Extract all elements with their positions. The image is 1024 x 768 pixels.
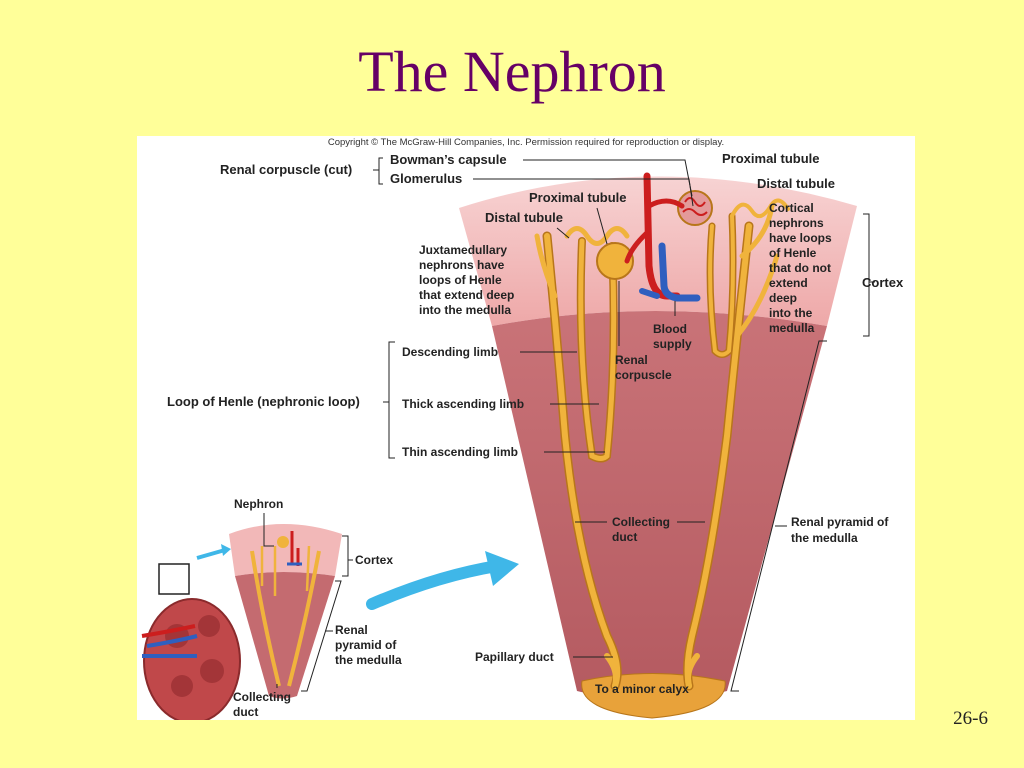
kidney-inset [141, 524, 342, 720]
label-renal-pyramid-1: Renal pyramid of [791, 515, 889, 529]
label-blood-supply-1: Blood [653, 322, 687, 336]
label-renal-corpuscle-2: corpuscle [615, 368, 672, 382]
label-papillary-duct: Papillary duct [475, 650, 554, 664]
svg-text:into the: into the [769, 306, 813, 320]
copyright-text: Copyright © The McGraw-Hill Companies, I… [328, 137, 724, 148]
svg-text:nephrons: nephrons [769, 216, 824, 230]
tubules [534, 198, 790, 691]
inset-medulla [235, 572, 335, 699]
label-distal-tubule-mid: Distal tubule [485, 210, 563, 225]
svg-text:have loops: have loops [769, 231, 832, 245]
label-renal-pyramid-2: the medulla [791, 531, 858, 545]
label-renal-corpuscle-1: Renal [615, 353, 648, 367]
page-number: 26-6 [953, 708, 988, 729]
zoom-arrow [366, 551, 519, 610]
label-cortex: Cortex [862, 275, 904, 290]
label-inset-collecting-duct-2: duct [233, 705, 258, 719]
label-inset-collecting-duct-1: Collecting [233, 690, 291, 704]
svg-text:deep: deep [769, 291, 797, 305]
label-glomerulus: Glomerulus [390, 171, 462, 186]
kidney [143, 598, 241, 720]
slide-title: The Nephron [358, 39, 666, 104]
label-inset-renal-pyramid-1: Renal [335, 623, 368, 637]
svg-text:medulla: medulla [769, 321, 815, 335]
svg-text:nephrons have: nephrons have [419, 258, 505, 272]
label-proximal-tubule-mid: Proximal tubule [529, 190, 627, 205]
svg-text:extend: extend [769, 276, 808, 290]
svg-text:that extend deep: that extend deep [419, 288, 514, 302]
label-thick-ascending-limb: Thick ascending limb [402, 397, 524, 411]
svg-text:loops of Henle: loops of Henle [419, 273, 502, 287]
inset-cortex [229, 524, 342, 576]
label-inset-cortex: Cortex [355, 553, 393, 567]
svg-text:that do not: that do not [769, 261, 831, 275]
svg-text:Juxtamedullary: Juxtamedullary [419, 243, 507, 257]
label-renal-corpuscle-cut: Renal corpuscle (cut) [220, 162, 352, 177]
svg-text:into the medulla: into the medulla [419, 303, 511, 317]
label-collecting-duct-2: duct [612, 530, 637, 544]
label-inset-nephron: Nephron [234, 497, 283, 511]
label-blood-supply-2: supply [653, 337, 692, 351]
label-juxtamedullary: Juxtamedullary nephrons have loops of He… [419, 243, 514, 317]
nephron-diagram: Copyright © The McGraw-Hill Companies, I… [141, 137, 904, 720]
label-descending-limb: Descending limb [402, 345, 498, 359]
renal-corpuscle-mid [596, 242, 634, 280]
kidney-selection-box [158, 563, 190, 595]
inset-arrow [196, 548, 226, 560]
label-thin-ascending-limb: Thin ascending limb [402, 445, 518, 459]
blood-supply [624, 172, 701, 302]
label-distal-tubule-top: Distal tubule [757, 176, 835, 191]
label-proximal-tubule-top: Proximal tubule [722, 151, 820, 166]
svg-text:of Henle: of Henle [769, 246, 817, 260]
label-loop-of-henle: Loop of Henle (nephronic loop) [167, 394, 360, 409]
label-bowmans-capsule: Bowman’s capsule [390, 152, 507, 167]
label-collecting-duct-1: Collecting [612, 515, 670, 529]
svg-text:Cortical: Cortical [769, 201, 814, 215]
label-inset-renal-pyramid-3: the medulla [335, 653, 402, 667]
nephron-figure: Copyright © The McGraw-Hill Companies, I… [137, 136, 915, 720]
label-cortical-nephrons: Cortical nephrons have loops of Henle th… [769, 201, 832, 335]
medulla-region [492, 311, 827, 701]
label-inset-renal-pyramid-2: pyramid of [335, 638, 397, 652]
label-to-minor-calyx: To a minor calyx [595, 682, 689, 696]
